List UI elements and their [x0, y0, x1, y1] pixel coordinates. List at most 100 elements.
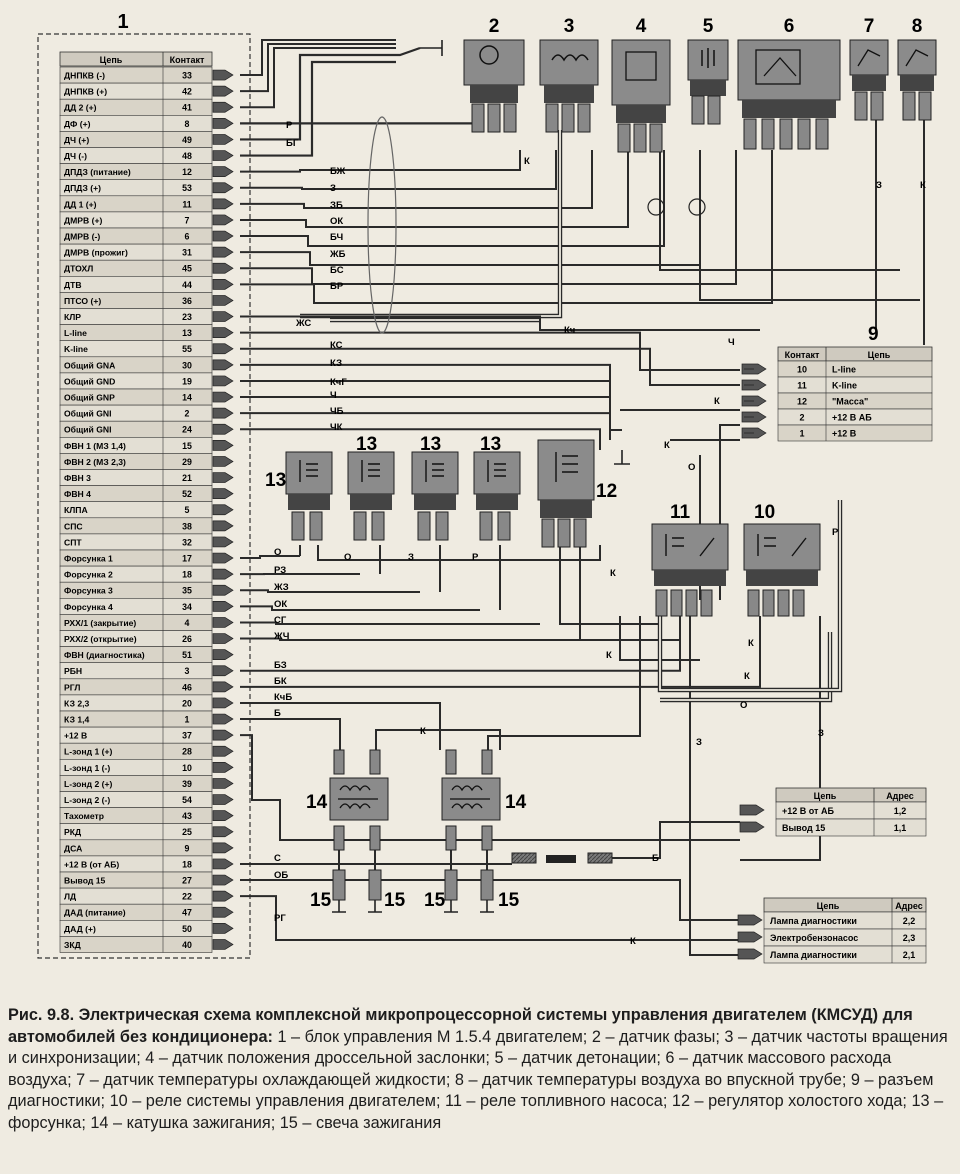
diag-header-contact: Контакт [785, 350, 820, 360]
wire-label: БЧ [330, 232, 343, 243]
ignition-coil-right [441, 749, 501, 851]
ecu-row-contact: 52 [182, 489, 192, 499]
ecu-row-contact: 14 [182, 393, 192, 403]
ecu-row-circuit: Общий GNI [64, 409, 111, 419]
wire-label: К [630, 936, 636, 947]
engine-control-relay [743, 523, 821, 617]
wire-label: Р [832, 527, 839, 538]
label-14-right: 14 [505, 792, 527, 813]
ecu-row-contact: 27 [182, 876, 192, 886]
wire-label: Р [286, 120, 293, 131]
power-row-circuit: +12 В от АБ [782, 806, 834, 816]
ecu-row-contact: 19 [182, 376, 192, 386]
lamp-row-circuit: Электробензонасос [770, 933, 858, 943]
wire-label: О [688, 462, 695, 473]
ecu-row-contact: 32 [182, 537, 192, 547]
ecu-row-contact: 11 [182, 199, 191, 209]
coolant-temp-sensor [849, 39, 889, 121]
diag-row-contact: 11 [797, 381, 807, 391]
ecu-row-circuit: КЗ 2,3 [64, 698, 90, 708]
ecu-row-circuit: Общий GNI [64, 425, 111, 435]
wire-label: Кч [564, 325, 575, 336]
ecu-row-contact: 20 [182, 698, 192, 708]
ecu-row-circuit: РХХ/2 (открытие) [64, 634, 137, 644]
wire-label: К [524, 156, 530, 167]
wire-label: З [696, 737, 702, 748]
lamp-row-address: 2,2 [903, 916, 916, 926]
ecu-row-contact: 3 [185, 666, 190, 676]
ecu-row-circuit: Тахометр [64, 811, 104, 821]
injectors [285, 451, 521, 541]
ecu-row-circuit: ДТОХЛ [64, 264, 93, 274]
label-7: 7 [864, 16, 875, 37]
ecu-row-circuit: ДАД (питание) [64, 908, 126, 918]
power-header-address: Адрес [886, 791, 914, 801]
wire-label: Б [274, 708, 281, 719]
ecu-row-circuit: ДМРВ (+) [64, 215, 102, 225]
diag-row-circuit: +12 В [832, 429, 857, 439]
ecu-row-contact: 17 [182, 554, 192, 564]
ecu-row-contact: 31 [182, 248, 192, 258]
wire-label: БР [330, 281, 344, 292]
ecu-row-contact: 21 [182, 473, 192, 483]
ecu-row-contact: 13 [182, 328, 192, 338]
wire-label: ЖС [295, 318, 311, 329]
diag-row-circuit: K-line [832, 381, 857, 391]
ecu-row-circuit: КЛПА [64, 505, 88, 515]
ecu-row-contact: 42 [182, 87, 192, 97]
label-12: 12 [596, 481, 617, 502]
ecu-row-circuit: L-зонд 1 (-) [64, 763, 110, 773]
ecu-row-contact: 7 [185, 215, 190, 225]
ecu-row-contact: 24 [182, 425, 192, 435]
throttle-position-sensor [611, 39, 671, 153]
ecu-row-contact: 54 [182, 795, 192, 805]
wire-color-labels: РБГБЖЗЗБОКБЧЖББСБРЖСКСКЗКчГЧЧБЧКОРЗЖЗОКС… [273, 120, 926, 947]
lamp-header-circuit: Цепь [817, 901, 840, 911]
wire-label: ОК [330, 216, 343, 227]
label-9: 9 [868, 324, 879, 345]
ecu-row-circuit: +12 В [64, 731, 87, 741]
mass-airflow-sensor [737, 39, 841, 150]
ecu-row-contact: 18 [182, 859, 192, 869]
wire-label: КЗ [330, 358, 342, 369]
wire-label: ЧБ [330, 406, 344, 417]
ecu-row-circuit: L-зонд 2 (+) [64, 779, 112, 789]
wire-label: З [330, 183, 336, 194]
lamp-row-circuit: Лампа диагностики [770, 916, 857, 926]
wire-label: К [920, 180, 926, 191]
wire-label: КчГ [330, 377, 347, 388]
ecu-header-circuit: Цепь [100, 55, 123, 65]
ecu-row-contact: 5 [185, 505, 190, 515]
caption-lead: Рис. 9.8. Электрическая схема комплексно… [8, 1006, 913, 1046]
label-5: 5 [703, 16, 714, 37]
wire-label: К [664, 440, 670, 451]
wire-label: К [744, 671, 750, 682]
ecu-row-contact: 39 [182, 779, 192, 789]
label-6: 6 [784, 16, 795, 37]
knock-sensor [687, 39, 729, 125]
wire-label: О [274, 547, 281, 558]
ecu-row-contact: 23 [182, 312, 192, 322]
wire-label: СГ [274, 615, 287, 626]
ecu-row-circuit: Форсунка 1 [64, 554, 113, 564]
ecu-row-circuit: СПТ [64, 537, 82, 547]
ecu-row-circuit: ФВН 2 (МЗ 2,3) [64, 457, 126, 467]
diag-row-contact: 1 [799, 429, 804, 439]
ecu-row-circuit: Общий GNP [64, 393, 115, 403]
wire-label: РЗ [274, 565, 286, 576]
figure-caption: Рис. 9.8. Электрическая схема комплексно… [8, 1005, 952, 1134]
ignition-coil-left [329, 749, 389, 851]
wire-label: БЖ [330, 166, 346, 177]
ecu-row-circuit: ДПДЗ (+) [64, 183, 101, 193]
ecu-row-circuit: ДНПКВ (+) [64, 87, 107, 97]
power-row-circuit: Вывод 15 [782, 823, 825, 833]
fuel-pump-relay [651, 523, 729, 617]
ecu-row-circuit: Вывод 15 [64, 876, 105, 886]
ecu-row-circuit: +12 В (от АБ) [64, 859, 119, 869]
wire-label: ЖЧ [273, 631, 290, 642]
lamp-row-address: 2,1 [903, 950, 916, 960]
ecu-row-circuit: РХХ/1 (закрытие) [64, 618, 136, 628]
